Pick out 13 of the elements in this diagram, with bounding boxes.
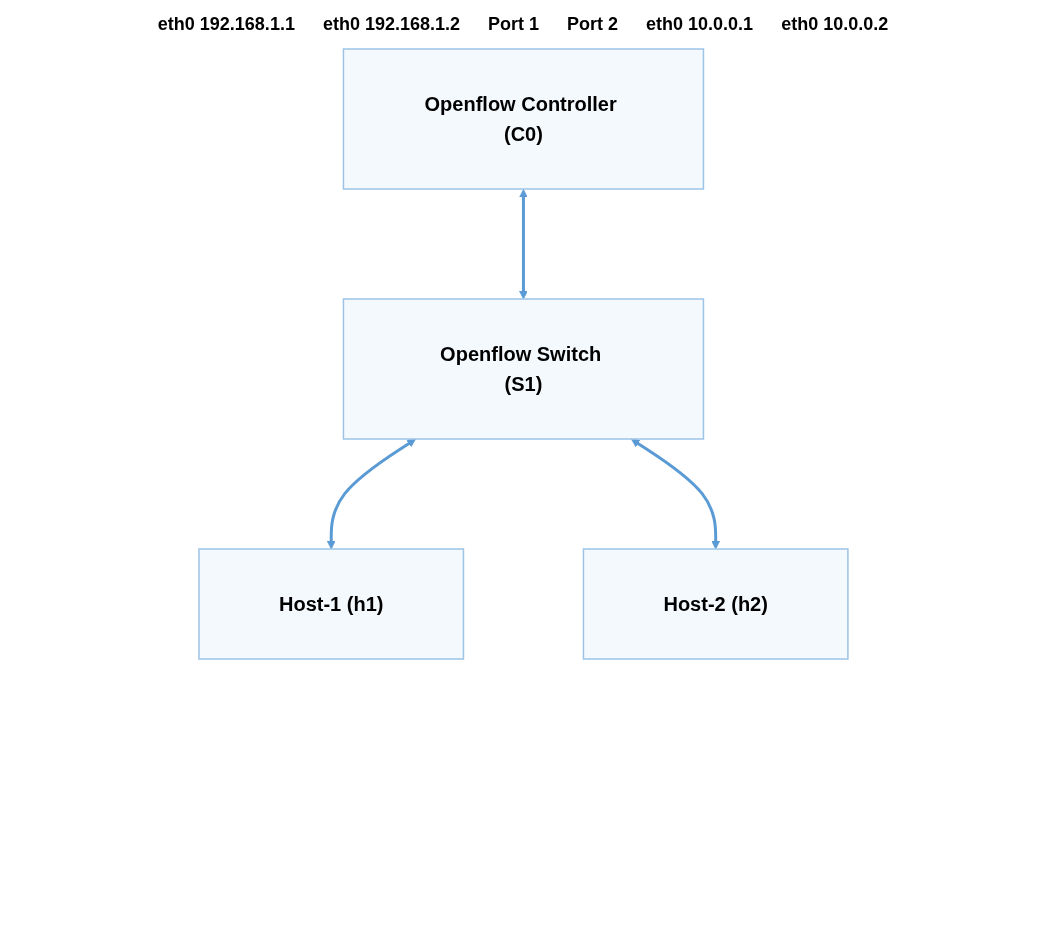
arrow xyxy=(630,438,720,550)
arrow xyxy=(518,189,528,300)
node-box: Host-2 (h2) xyxy=(582,548,849,660)
node-box: Host-1 (h1) xyxy=(197,548,464,660)
interface-label: eth0 10.0.0.2 xyxy=(781,14,889,35)
node-box: Openflow Switch (S1) xyxy=(342,298,704,440)
node-box: Openflow Controller (C0) xyxy=(342,48,704,190)
interface-label: Port 2 xyxy=(567,14,619,35)
interface-label: eth0 192.168.1.1 xyxy=(157,14,295,35)
interface-label: eth0 192.168.1.2 xyxy=(322,14,460,35)
interface-label: eth0 10.0.0.1 xyxy=(646,14,754,35)
arrow xyxy=(326,438,416,550)
interface-label: Port 1 xyxy=(488,14,540,35)
